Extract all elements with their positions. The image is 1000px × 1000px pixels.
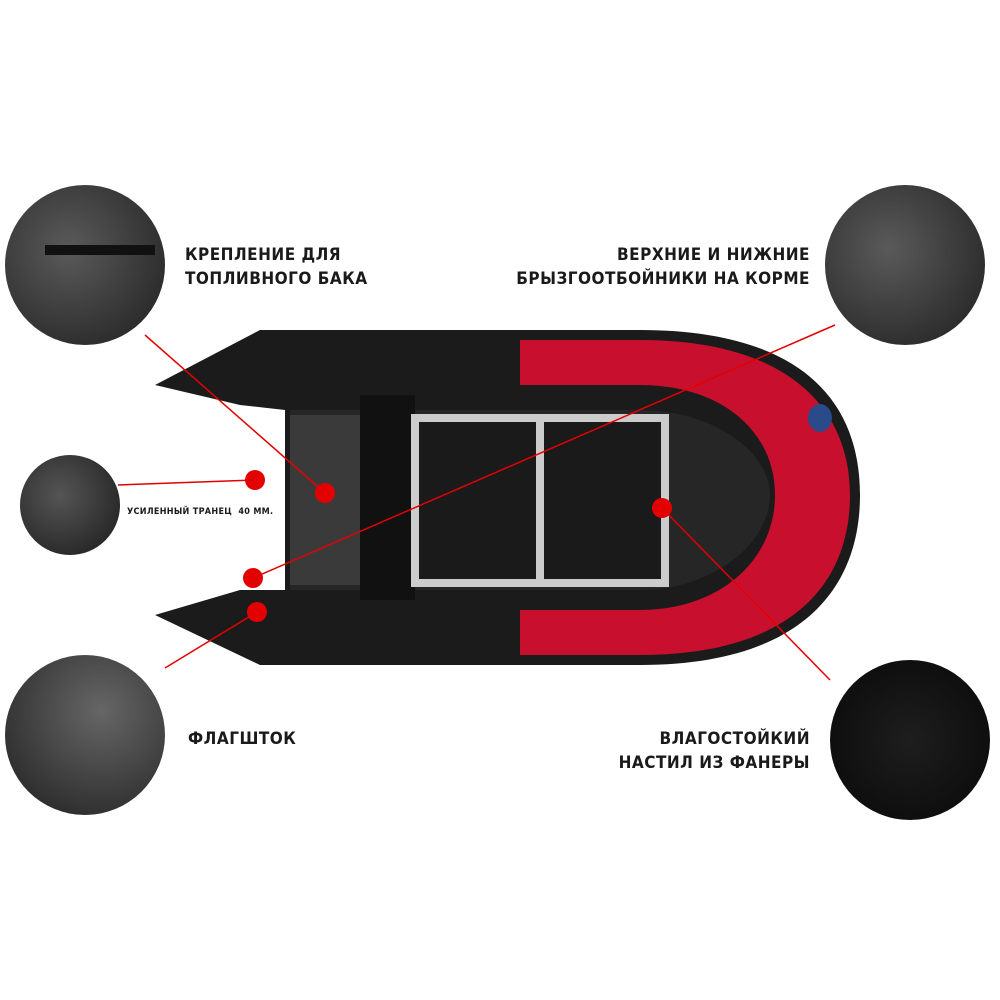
detail-splash-guards [825, 185, 985, 345]
label-transom: УСИЛЕННЫЙ ТРАНЕЦ 40 ММ. [127, 507, 274, 517]
detail-plywood-floor [830, 660, 990, 820]
detail-transom [20, 455, 120, 555]
dot-floor [652, 498, 672, 518]
dot-flagpole [247, 602, 267, 622]
callout-dots [243, 470, 672, 622]
dot-transom [245, 470, 265, 490]
dot-splash-guards [243, 568, 263, 588]
label-flagpole: ФЛАГШТОК [188, 729, 297, 749]
callout-lines [117, 324, 836, 681]
red-tube [520, 340, 850, 655]
detail-flagpole [5, 655, 165, 815]
label-splash-guards: ВЕРХНИЕ И НИЖНИЕ БРЫЗГООТБОЙНИКИ НА КОРМ… [516, 245, 810, 289]
label-plywood-floor: ВЛАГОСТОЙКИЙ НАСТИЛ ИЗ ФАНЕРЫ [618, 729, 810, 773]
label-fuel-tank-mount: КРЕПЛЕНИЕ ДЛЯ ТОПЛИВНОГО БАКА [185, 245, 368, 289]
detail-fuel-mount [5, 185, 165, 345]
dot-fuel-mount [315, 483, 335, 503]
